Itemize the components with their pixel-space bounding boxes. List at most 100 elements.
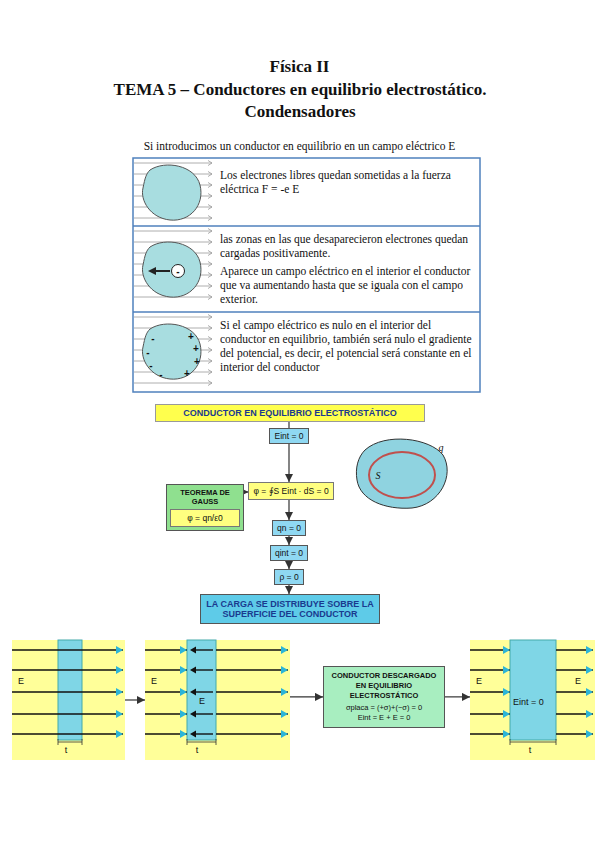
heading-text: TEMA 5 – Conductores en equilibrio elect… bbox=[75, 79, 525, 123]
conductor-blob bbox=[142, 324, 200, 379]
connector bbox=[288, 561, 289, 569]
node-text: qn = 0 bbox=[277, 523, 301, 533]
field-arrowhead bbox=[208, 194, 212, 199]
field-arrowhead bbox=[208, 262, 212, 267]
field-panel: EEint = 0Et bbox=[470, 640, 595, 760]
conductor-blob bbox=[356, 439, 447, 508]
field-arrowhead bbox=[208, 183, 212, 188]
field-line bbox=[134, 163, 212, 164]
field-line bbox=[134, 383, 212, 384]
connector bbox=[288, 500, 289, 520]
field-arrowhead bbox=[503, 646, 510, 654]
connector bbox=[288, 536, 289, 545]
process-box: φ = ∮S Eint · dS = 0 bbox=[248, 482, 333, 500]
charge-sign: - bbox=[151, 333, 154, 344]
node-text: Eint = 0 bbox=[274, 431, 303, 441]
field-arrowhead bbox=[208, 348, 212, 353]
conductor-slab bbox=[510, 640, 556, 740]
node-text: Los electrones libres quedan sometidas a… bbox=[220, 168, 475, 196]
node-text: t bbox=[195, 746, 200, 756]
field-line bbox=[12, 713, 123, 715]
process-box: qn = 0 bbox=[272, 520, 306, 536]
node-text: φ = ∮S Eint · dS = 0 bbox=[253, 486, 328, 496]
conductor-slab bbox=[58, 640, 82, 740]
field-arrowhead bbox=[208, 172, 212, 177]
field-arrowhead bbox=[208, 240, 212, 245]
header-box: CONDUCTOR EN EQUILIBRIO ELECTROSTÁTICO bbox=[155, 404, 425, 422]
node-text: E bbox=[198, 697, 206, 707]
field-arrowhead bbox=[148, 267, 156, 275]
node-text: E bbox=[150, 677, 158, 687]
field-line bbox=[216, 733, 288, 735]
induced-field-line bbox=[195, 649, 213, 650]
result-box: LA CARGA SE DISTRIBUYE SOBRE LA SUPERFIC… bbox=[200, 594, 380, 624]
field-arrowhead bbox=[208, 161, 212, 166]
field-arrowhead bbox=[281, 646, 288, 654]
table-frame bbox=[133, 158, 480, 392]
induced-field-line bbox=[195, 691, 213, 692]
connector bbox=[288, 444, 289, 482]
field-arrowhead bbox=[208, 370, 212, 375]
field-arrowhead bbox=[208, 251, 212, 256]
charge-sign: + bbox=[194, 356, 200, 367]
field-arrowhead bbox=[180, 646, 187, 654]
field-arrowhead bbox=[586, 730, 593, 738]
field-arrowhead bbox=[190, 731, 196, 738]
field-arrowhead bbox=[208, 284, 212, 289]
field-arrowhead bbox=[503, 710, 510, 718]
conductor-blob bbox=[142, 165, 200, 220]
node-text: φ = qn/ε0 bbox=[174, 513, 236, 523]
field-lines bbox=[134, 161, 212, 386]
field-panel: Et bbox=[12, 640, 125, 760]
node-text: Si el campo eléctrico es nulo en el inte… bbox=[220, 318, 475, 374]
formula-box: φ = qn/ε0 bbox=[170, 509, 240, 527]
field-arrowhead bbox=[116, 646, 123, 654]
thickness-dimension bbox=[510, 739, 556, 745]
field-line bbox=[12, 691, 123, 693]
field-arrowhead bbox=[208, 229, 212, 234]
node-text: Aparece un campo eléctrico en el interio… bbox=[220, 264, 475, 306]
induced-field-line bbox=[195, 733, 213, 734]
field-arrowhead bbox=[180, 710, 187, 718]
node-text: ρ = 0 bbox=[279, 572, 298, 582]
field-arrowhead bbox=[116, 730, 123, 738]
field-arrowhead bbox=[116, 666, 123, 674]
text-cell: Si el campo eléctrico es nulo en el inte… bbox=[220, 318, 475, 374]
title: Física II bbox=[0, 56, 599, 78]
gauss-surface bbox=[369, 452, 435, 498]
thickness-dimension bbox=[58, 739, 82, 745]
node-text: CONDUCTOR EN EQUILIBRIO ELECTROSTÁTICO bbox=[159, 408, 421, 418]
charge-sign: - bbox=[159, 369, 162, 380]
field-line bbox=[216, 713, 288, 715]
panel-ground bbox=[12, 640, 125, 760]
node-text: Eint = E + E = 0 bbox=[328, 713, 440, 723]
field-arrowhead bbox=[208, 381, 212, 386]
field-arrowhead bbox=[190, 689, 196, 696]
node-text: CONDUCTOR DESCARGADO EN EQUILIBRIO ELECT… bbox=[328, 671, 440, 700]
slab-panels bbox=[12, 640, 595, 760]
field-arrowhead bbox=[281, 688, 288, 696]
induced-field-line bbox=[195, 713, 213, 714]
charge-sign: - bbox=[176, 266, 179, 277]
text-cell: las zonas en las que desaparecieron elec… bbox=[220, 232, 475, 306]
heading-text: Si introducimos un conductor en equilibr… bbox=[0, 140, 599, 152]
field-arrowhead bbox=[116, 710, 123, 718]
text-cell: Los electrones libres quedan sometidas a… bbox=[220, 168, 475, 196]
field-arrowhead bbox=[180, 730, 187, 738]
field-line bbox=[216, 669, 288, 671]
field-arrowhead bbox=[208, 205, 212, 210]
field-line bbox=[12, 669, 123, 671]
field-arrowhead bbox=[208, 273, 212, 278]
panel-ground bbox=[470, 640, 595, 760]
node-text: las zonas en las que desaparecieron elec… bbox=[220, 232, 475, 260]
table-rule bbox=[133, 225, 480, 227]
connector bbox=[125, 699, 145, 700]
node-text: E bbox=[475, 677, 483, 687]
conductor-blob bbox=[142, 242, 200, 297]
field-arrowhead bbox=[208, 295, 212, 300]
point-label: q bbox=[439, 442, 444, 453]
field-arrowhead bbox=[586, 666, 593, 674]
connector bbox=[290, 696, 323, 697]
charge-sign: - bbox=[149, 360, 152, 371]
